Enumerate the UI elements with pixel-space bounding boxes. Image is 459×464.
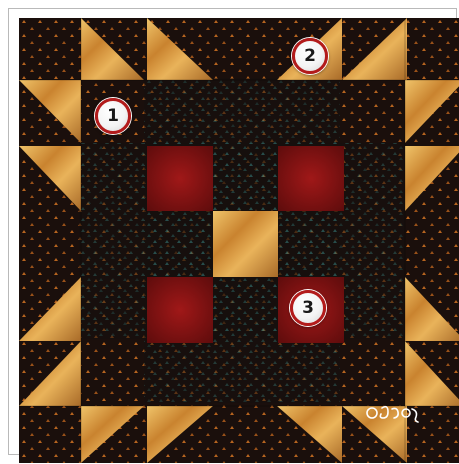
red-square-bottom-left <box>147 277 213 343</box>
quilt-block-image <box>19 18 459 463</box>
marker-3-label: 3 <box>302 298 314 318</box>
center-gold-square <box>213 211 278 277</box>
red-square-top-right <box>278 146 344 211</box>
red-square-top-left <box>147 146 213 211</box>
marker-1: 1 <box>95 98 131 134</box>
marker-3: 3 <box>290 290 326 326</box>
marker-2: 2 <box>292 38 328 74</box>
marker-2-label: 2 <box>304 46 316 66</box>
image-frame: 1 2 3 <box>8 8 457 455</box>
marker-1-label: 1 <box>107 106 119 126</box>
maker-signature-logo-icon <box>364 401 424 425</box>
